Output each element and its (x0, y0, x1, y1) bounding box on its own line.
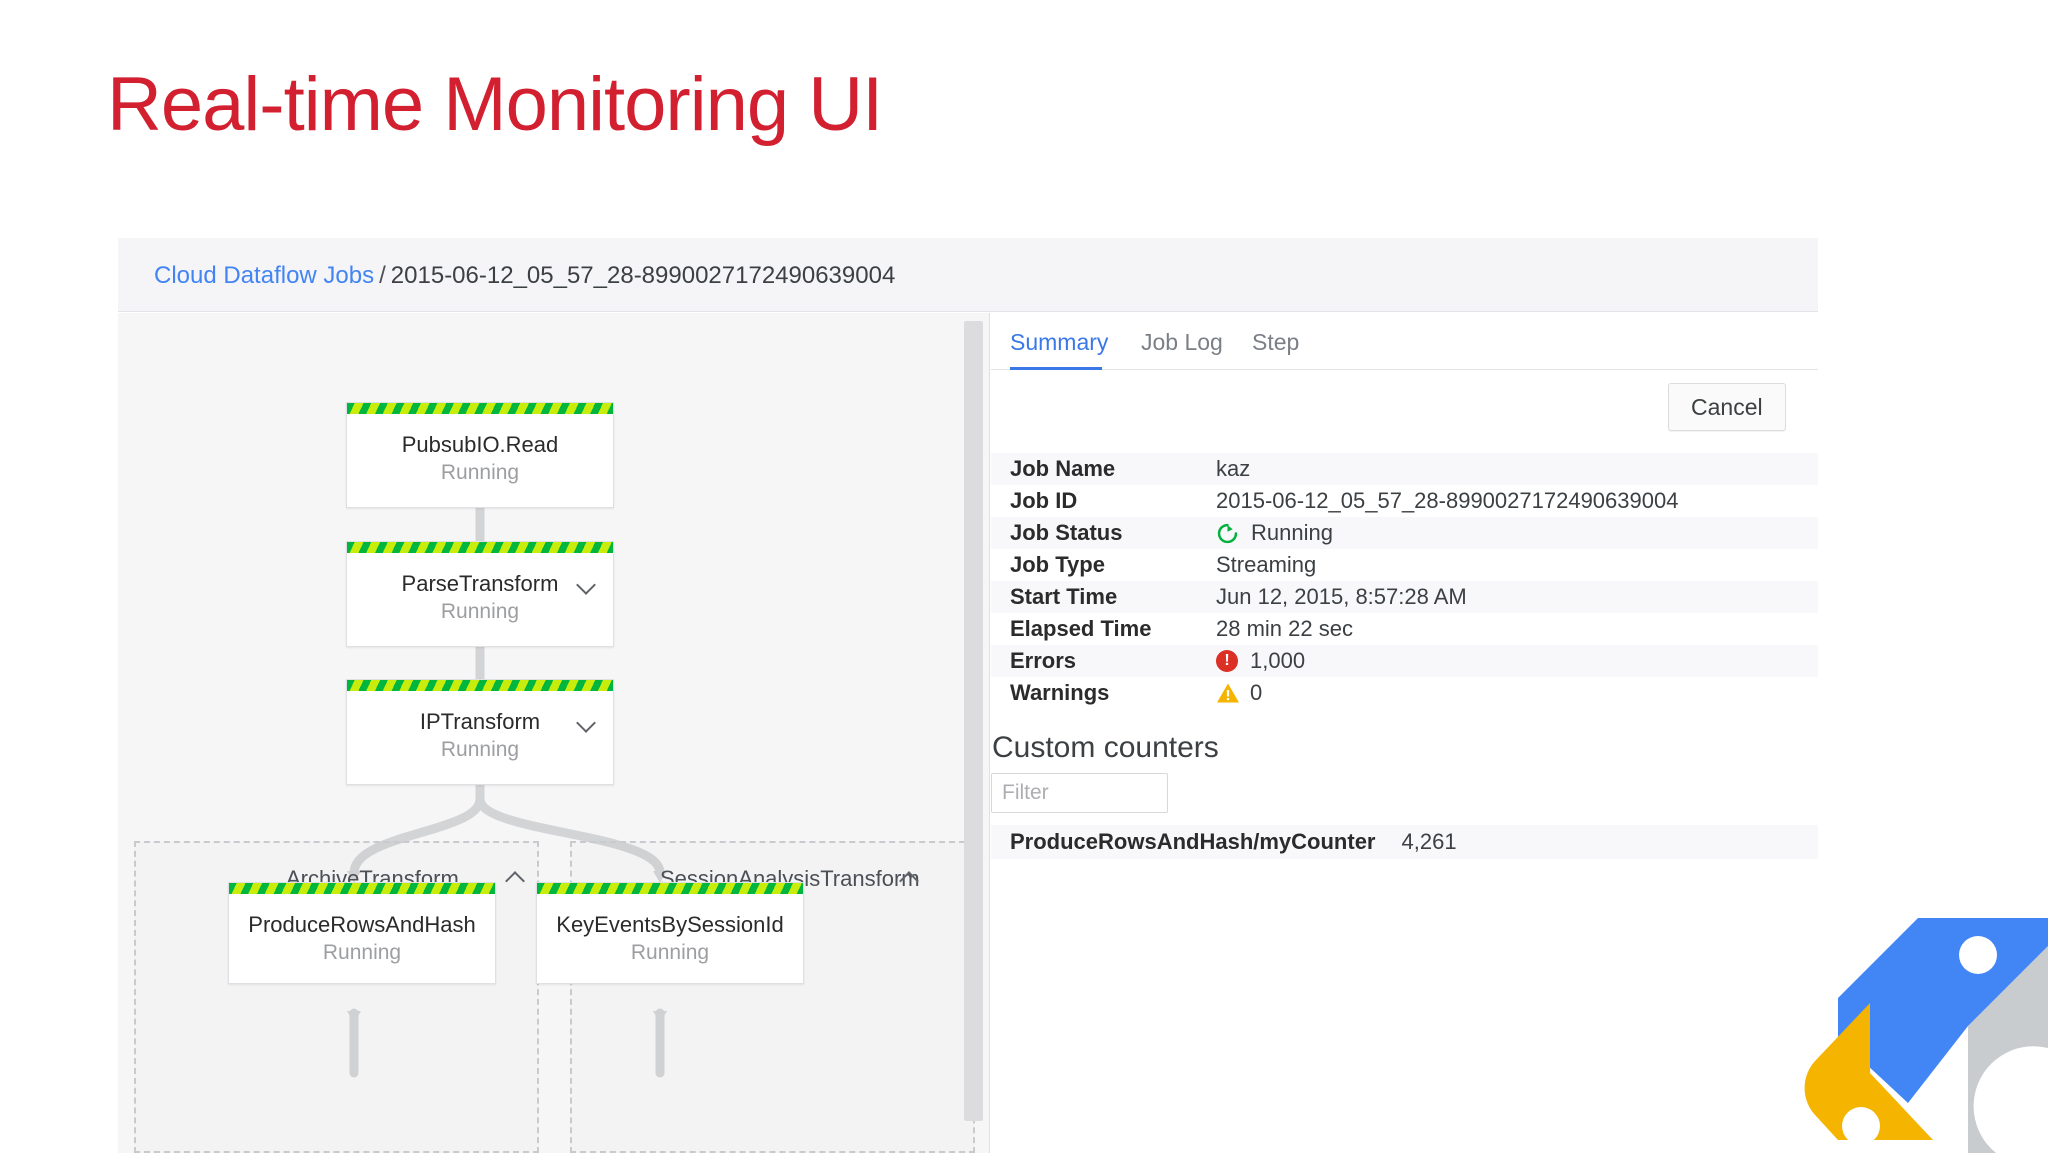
transform-group-archive[interactable] (134, 841, 539, 1153)
row-label: Job Name (1010, 456, 1116, 481)
tab-active-indicator (1010, 367, 1102, 370)
row-label: Errors (1010, 648, 1077, 673)
table-row: Job Type Streaming (991, 549, 1818, 581)
chevron-up-icon[interactable] (902, 869, 918, 885)
breadcrumb: Cloud Dataflow Jobs/2015-06-12_05_57_28-… (154, 262, 895, 290)
row-value-text: Streaming (1216, 552, 1317, 577)
graph-connectors (347, 504, 667, 1078)
dataflow-console-screenshot: Cloud Dataflow Jobs/2015-06-12_05_57_28-… (118, 238, 1818, 1153)
node-title: ProduceRowsAndHash (248, 912, 476, 937)
row-value: kaz (1216, 456, 1250, 482)
node-title: ParseTransform (401, 571, 559, 596)
graph-node-pubsubio-read[interactable]: PubsubIO.Read Running (346, 402, 614, 508)
filter-input[interactable] (992, 774, 1167, 812)
row-value-text: kaz (1216, 456, 1251, 481)
cancel-button[interactable]: Cancel (1668, 383, 1786, 431)
counter-value: 4,261 (1401, 829, 1457, 854)
graph-node-producerowsandhash[interactable]: ProduceRowsAndHash Running (228, 882, 496, 984)
running-icon (1216, 522, 1239, 545)
row-value-text: 2015-06-12_05_57_28-8990027172490639004 (1216, 488, 1679, 513)
row-value: 28 min 22 sec (1216, 616, 1353, 642)
custom-counters-filter[interactable] (991, 773, 1168, 813)
row-value-text: Jun 12, 2015, 8:57:28 AM (1216, 584, 1467, 609)
tab-job-log[interactable]: Job Log (1141, 329, 1223, 355)
node-progress-stripe (347, 403, 613, 414)
tab-step[interactable]: Step (1252, 329, 1300, 355)
breadcrumb-current: 2015-06-12_05_57_28-8990027172490639004 (390, 262, 896, 289)
row-value-text: 28 min 22 sec (1216, 616, 1353, 641)
warning-icon (1216, 682, 1240, 704)
node-progress-stripe (347, 542, 613, 553)
row-value: Streaming (1216, 552, 1316, 578)
graph-node-parsetransform[interactable]: ParseTransform Running (346, 541, 614, 647)
breadcrumb-bar: Cloud Dataflow Jobs/2015-06-12_05_57_28-… (118, 238, 1818, 312)
row-label: Start Time (1010, 584, 1118, 609)
table-row: Elapsed Time 28 min 22 sec (991, 613, 1818, 645)
row-label: Job ID (1010, 488, 1078, 513)
row-value-text: 1,000 (1250, 648, 1306, 673)
table-row: Job Name kaz (991, 453, 1818, 485)
chevron-down-icon[interactable] (579, 716, 595, 732)
node-progress-stripe (537, 883, 803, 894)
node-title: PubsubIO.Read (401, 432, 559, 457)
row-value-text: 0 (1250, 680, 1263, 705)
error-icon: ! (1216, 650, 1238, 672)
node-status: Running (440, 738, 520, 761)
table-row: Job Status Running (991, 517, 1818, 549)
graph-vertical-scrollbar[interactable] (964, 321, 983, 1121)
job-summary-table: Job Name kaz Job ID 2015-06-12_05_57_28-… (991, 453, 1818, 709)
breadcrumb-separator: / (379, 262, 386, 289)
table-row: Errors ! 1,000 (991, 645, 1818, 677)
table-row: Start Time Jun 12, 2015, 8:57:28 AM (991, 581, 1818, 613)
row-label: Warnings (1010, 680, 1110, 705)
node-status: Running (322, 941, 402, 964)
row-value: ! 1,000 (1216, 648, 1305, 674)
table-row: Job ID 2015-06-12_05_57_28-8990027172490… (991, 485, 1818, 517)
row-label: Job Type (1010, 552, 1105, 577)
job-detail-pane: Summary Job Log Step Cancel Job Name kaz… (991, 313, 1818, 1153)
node-status: Running (630, 941, 710, 964)
node-status: Running (440, 600, 520, 623)
node-status: Running (440, 461, 520, 484)
row-label: Job Status (1010, 520, 1123, 545)
node-title: KeyEventsBySessionId (556, 912, 784, 937)
graph-node-keyeventsbysessionid[interactable]: KeyEventsBySessionId Running (536, 882, 804, 984)
table-row: Warnings 0 (991, 677, 1818, 709)
node-progress-stripe (229, 883, 495, 894)
custom-counters-title: Custom counters (992, 731, 1219, 764)
row-value: Running (1216, 520, 1333, 546)
google-cloud-logo (1798, 908, 2048, 1153)
node-progress-stripe (347, 680, 613, 691)
graph-node-iptransform[interactable]: IPTransform Running (346, 679, 614, 785)
tab-summary[interactable]: Summary (1010, 329, 1109, 355)
row-value: 0 (1216, 680, 1262, 706)
detail-tabs: Summary Job Log Step (991, 313, 1818, 370)
row-value: 2015-06-12_05_57_28-8990027172490639004 (1216, 488, 1678, 514)
chevron-down-icon[interactable] (579, 578, 595, 594)
page-title: Real-time Monitoring UI (107, 62, 883, 147)
table-row: ProduceRowsAndHash/myCounter 4,261 (991, 825, 1818, 859)
node-title: IPTransform (419, 709, 541, 734)
breadcrumb-parent-link[interactable]: Cloud Dataflow Jobs (154, 262, 375, 289)
job-graph-pane[interactable]: ArchiveTransform SessionAnalysisTransfor… (118, 313, 990, 1153)
row-value-text: Running (1251, 520, 1333, 545)
row-label: Elapsed Time (1010, 616, 1152, 641)
row-value: Jun 12, 2015, 8:57:28 AM (1216, 584, 1467, 610)
counter-name: ProduceRowsAndHash/myCounter (1010, 829, 1376, 854)
chevron-up-icon[interactable] (508, 869, 524, 885)
